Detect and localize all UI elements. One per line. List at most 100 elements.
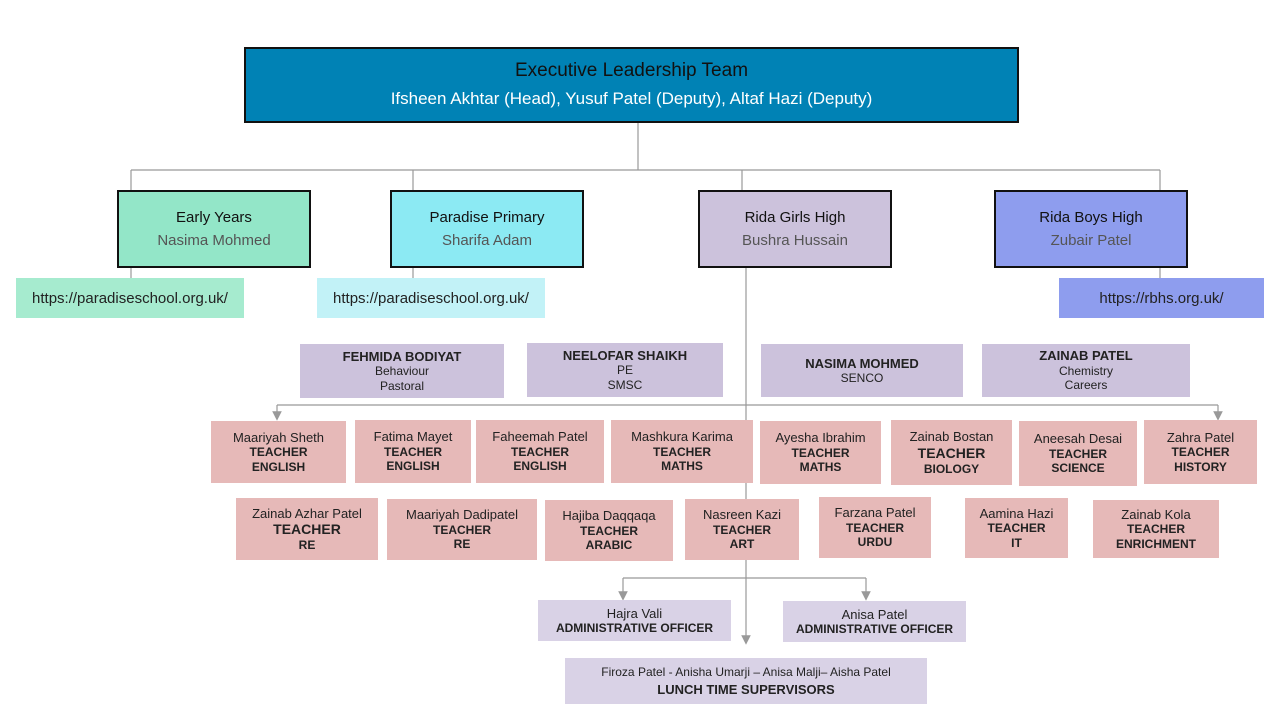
lead-box: FEHMIDA BODIYAT Behaviour Pastoral — [300, 344, 504, 398]
admin-officer-box: Hajra Vali ADMINISTRATIVE OFFICER — [538, 600, 731, 641]
teacher-role: TEACHER — [1126, 522, 1185, 537]
lead-role: PE — [616, 363, 633, 378]
lunch-names: Firoza Patel - Anisha Umarji – Anisa Mal… — [601, 664, 891, 679]
school-head: Sharifa Adam — [441, 231, 533, 249]
admin-name: Hajra Vali — [606, 605, 663, 621]
teacher-role: TEACHER — [1048, 446, 1107, 461]
rida-boys-website-link[interactable]: https://rbhs.org.uk/ — [1059, 278, 1264, 318]
teacher-role: TEACHER — [652, 444, 711, 459]
teacher-card: Maariyah Dadipatel TEACHER RE — [387, 499, 537, 560]
teacher-role: TEACHER — [249, 445, 308, 460]
lead-box: ZAINAB PATEL Chemistry Careers — [982, 344, 1190, 397]
teacher-subject: ENGLISH — [251, 459, 306, 474]
teacher-subject: IT — [1011, 535, 1022, 550]
teacher-name: Ayesha Ibrahim — [775, 430, 866, 446]
teacher-subject: ENGLISH — [386, 459, 440, 474]
admin-role: ADMINISTRATIVE OFFICER — [555, 621, 714, 636]
lead-role: Pastoral — [379, 378, 425, 393]
teacher-card: Hajiba Daqqaqa TEACHER ARABIC — [545, 500, 673, 561]
teacher-name: Maariyah Dadipatel — [405, 507, 518, 523]
teacher-role: TEACHER — [432, 522, 491, 537]
early-years-website-link[interactable]: https://paradiseschool.org.uk/ — [16, 278, 244, 318]
lead-role: Careers — [1064, 378, 1108, 393]
teacher-role: TEACHER — [1171, 445, 1230, 460]
teacher-role: TEACHER — [383, 444, 442, 459]
lead-name: NEELOFAR SHAIKH — [562, 347, 688, 363]
lunch-role: LUNCH TIME SUPERVISORS — [657, 681, 835, 697]
teacher-name: Aneesah Desai — [1033, 431, 1123, 447]
teacher-subject: SCIENCE — [1051, 461, 1105, 476]
teacher-subject: URDU — [857, 535, 893, 550]
teacher-name: Zainab Azhar Patel — [252, 505, 362, 521]
lead-box: NASIMA MOHMED SENCO — [761, 344, 963, 397]
teacher-subject: MATHS — [661, 459, 703, 474]
executive-leadership-box: Executive Leadership Team Ifsheen Akhtar… — [244, 47, 1019, 123]
teacher-card: Faheemah Patel TEACHER ENGLISH — [476, 420, 604, 483]
lead-name: ZAINAB PATEL — [1039, 348, 1133, 364]
school-head: Bushra Hussain — [742, 231, 848, 249]
teacher-subject: ARABIC — [585, 538, 633, 553]
teacher-card: Aneesah Desai TEACHER SCIENCE — [1019, 421, 1137, 486]
teacher-subject: HISTORY — [1174, 459, 1227, 474]
teacher-role: TEACHER — [791, 445, 850, 460]
teacher-subject: ENGLISH — [513, 459, 567, 474]
executive-title: Executive Leadership Team — [514, 60, 749, 82]
school-rida-boys-high: Rida Boys High Zubair Patel — [994, 190, 1188, 268]
teacher-role: TEACHER — [510, 444, 569, 459]
teacher-role: TEACHER — [987, 521, 1046, 536]
teacher-name: Aamina Hazi — [979, 505, 1054, 521]
teacher-name: Hajiba Daqqaqa — [562, 508, 656, 524]
teacher-role: TEACHER — [579, 523, 638, 538]
lunch-supervisors-box: Firoza Patel - Anisha Umarji – Anisa Mal… — [565, 658, 927, 704]
teacher-card: Nasreen Kazi TEACHER ART — [685, 499, 799, 560]
teacher-card: Fatima Mayet TEACHER ENGLISH — [355, 420, 471, 483]
teacher-subject: MATHS — [799, 460, 842, 475]
teacher-card: Zainab Kola TEACHER ENRICHMENT — [1093, 500, 1219, 558]
lead-role: SENCO — [840, 371, 884, 386]
lead-name: NASIMA MOHMED — [805, 355, 919, 371]
teacher-subject: RE — [453, 537, 471, 552]
teacher-card: Maariyah Sheth TEACHER ENGLISH — [211, 421, 346, 483]
school-early-years: Early Years Nasima Mohmed — [117, 190, 311, 268]
school-name: Rida Boys High — [1039, 208, 1143, 226]
school-name: Early Years — [176, 208, 252, 226]
teacher-card: Aamina Hazi TEACHER IT — [965, 498, 1068, 558]
admin-name: Anisa Patel — [841, 606, 908, 622]
teacher-subject: BIOLOGY — [923, 461, 980, 476]
teacher-card: Zahra Patel TEACHER HISTORY — [1144, 420, 1257, 484]
school-name: Rida Girls High — [744, 208, 846, 226]
lead-role: SMSC — [607, 377, 643, 392]
admin-officer-box: Anisa Patel ADMINISTRATIVE OFFICER — [783, 601, 966, 642]
teacher-name: Nasreen Kazi — [702, 507, 782, 523]
teacher-subject: ART — [729, 537, 755, 552]
teacher-name: Fatima Mayet — [373, 429, 453, 445]
teacher-role: TEACHER — [273, 521, 341, 538]
lead-box: NEELOFAR SHAIKH PE SMSC — [527, 343, 723, 397]
teacher-role: TEACHER — [845, 520, 904, 535]
teacher-card: Zainab Azhar Patel TEACHER RE — [236, 498, 378, 560]
teacher-role: TEACHER — [712, 522, 771, 537]
school-paradise-primary: Paradise Primary Sharifa Adam — [390, 190, 584, 268]
teacher-card: Ayesha Ibrahim TEACHER MATHS — [760, 421, 881, 484]
teacher-subject: ENRICHMENT — [1116, 536, 1196, 551]
lead-role: Behaviour — [374, 364, 430, 379]
teacher-card: Mashkura Karima TEACHER MATHS — [611, 420, 753, 483]
school-head: Zubair Patel — [1050, 231, 1132, 249]
admin-role: ADMINISTRATIVE OFFICER — [795, 622, 954, 637]
teacher-subject: RE — [298, 538, 316, 552]
teacher-role: TEACHER — [917, 444, 986, 461]
teacher-name: Faheemah Patel — [492, 429, 588, 445]
teacher-name: Mashkura Karima — [631, 429, 733, 445]
school-head: Nasima Mohmed — [157, 231, 271, 249]
teacher-card: Zainab Bostan TEACHER BIOLOGY — [891, 420, 1012, 485]
teacher-name: Zahra Patel — [1166, 429, 1235, 445]
school-rida-girls-high: Rida Girls High Bushra Hussain — [698, 190, 892, 268]
teacher-name: Zainab Kola — [1121, 506, 1191, 522]
teacher-card: Farzana Patel TEACHER URDU — [819, 497, 931, 558]
lead-role: Chemistry — [1058, 363, 1113, 378]
school-name: Paradise Primary — [429, 208, 545, 226]
teacher-name: Farzana Patel — [834, 505, 916, 521]
executive-members: Ifsheen Akhtar (Head), Yusuf Patel (Depu… — [390, 89, 873, 109]
paradise-primary-website-link[interactable]: https://paradiseschool.org.uk/ — [317, 278, 545, 318]
